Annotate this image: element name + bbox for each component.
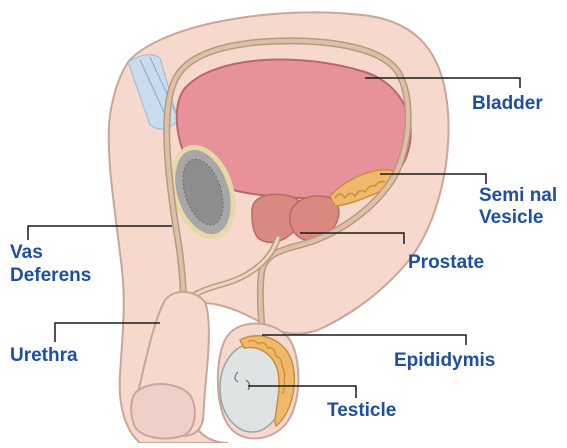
glans — [131, 384, 195, 438]
label-urethra: Urethra — [10, 345, 78, 366]
label-seminal-vesicle-line2: Vesicle — [479, 207, 543, 228]
label-prostate: Prostate — [408, 252, 484, 273]
label-epididymis: Epididymis — [394, 350, 495, 371]
label-vas-deferens-line2: Deferens — [10, 265, 91, 286]
label-vas-deferens-line1: Vas — [10, 242, 43, 263]
label-bladder: Bladder — [472, 93, 543, 114]
label-seminal-vesicle-line1: Semi nal — [479, 185, 557, 206]
label-testicle: Testicle — [327, 400, 396, 421]
